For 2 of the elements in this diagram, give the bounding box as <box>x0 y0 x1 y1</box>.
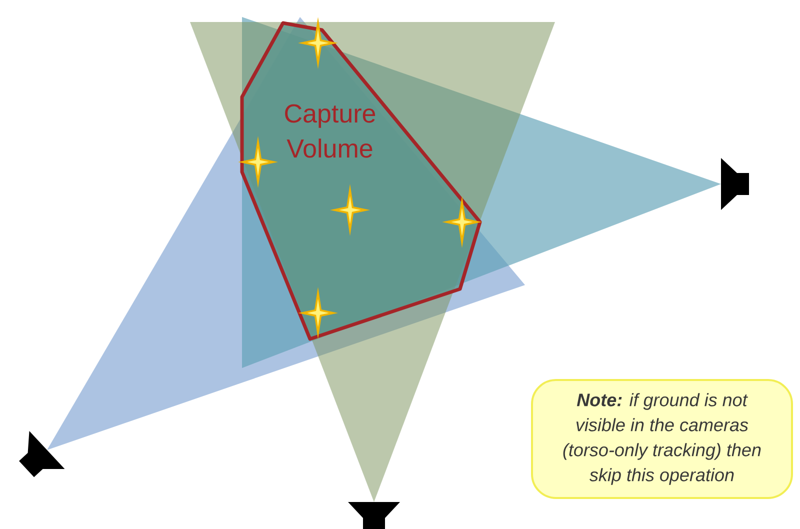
capture-volume-outline: Capture Volume <box>240 21 482 341</box>
note-box: Note: if ground is not visible in the cameras (torso-only tracking) then skip this operation <box>531 379 793 499</box>
